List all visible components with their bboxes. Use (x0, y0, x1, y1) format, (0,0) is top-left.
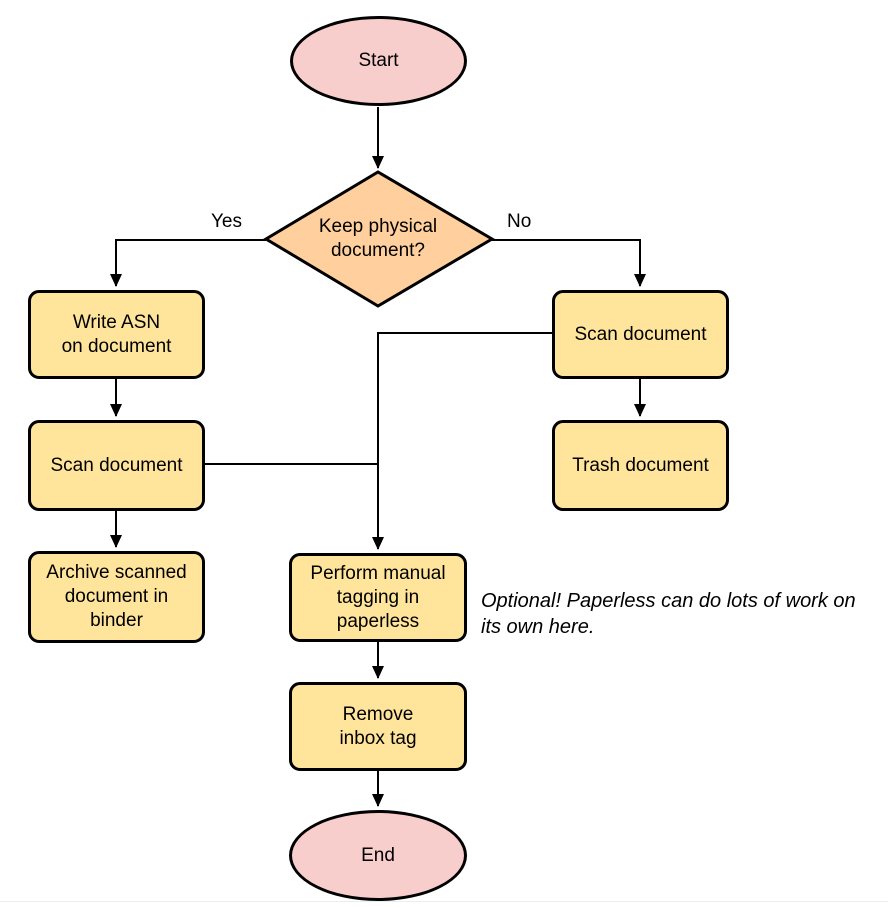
node-scan-document-right-label: Scan document (574, 323, 707, 345)
node-remove-inbox-tag: Remove inbox tag (289, 682, 467, 771)
node-write-asn-label: Write ASN on document (61, 311, 172, 357)
node-scan-document-left: Scan document (28, 420, 205, 511)
node-end: End (289, 810, 467, 901)
node-scan-document-left-label: Scan document (50, 454, 183, 476)
node-scan-document-right: Scan document (552, 290, 729, 379)
edge-decision-scan-right (492, 239, 646, 287)
edge-label-no: No (507, 211, 532, 232)
node-start: Start (290, 16, 467, 106)
node-manual-tagging: Perform manual tagging in paperless (289, 553, 467, 642)
node-start-label: Start (358, 50, 399, 71)
node-manual-tagging-label: Perform manual tagging in paperless (310, 562, 446, 632)
node-remove-inbox-tag-label: Remove inbox tag (339, 703, 417, 749)
bottom-divider (0, 901, 888, 902)
node-decision-label: Keep physical document? (318, 216, 438, 261)
node-archive-binder-label: Archive scanned document in binder (46, 562, 187, 631)
edge-decision-write-asn (110, 239, 266, 287)
node-write-asn: Write ASN on document (28, 290, 205, 379)
node-archive-binder: Archive scanned document in binder (28, 551, 205, 643)
edge-scan-right-tagging (372, 332, 552, 550)
node-trash-document-label: Trash document (572, 454, 709, 476)
node-trash-document: Trash document (552, 420, 729, 511)
node-end-label: End (361, 844, 395, 866)
edge-label-yes: Yes (211, 211, 242, 232)
annotation-optional-note: Optional! Paperless can do lots of work … (481, 590, 856, 638)
